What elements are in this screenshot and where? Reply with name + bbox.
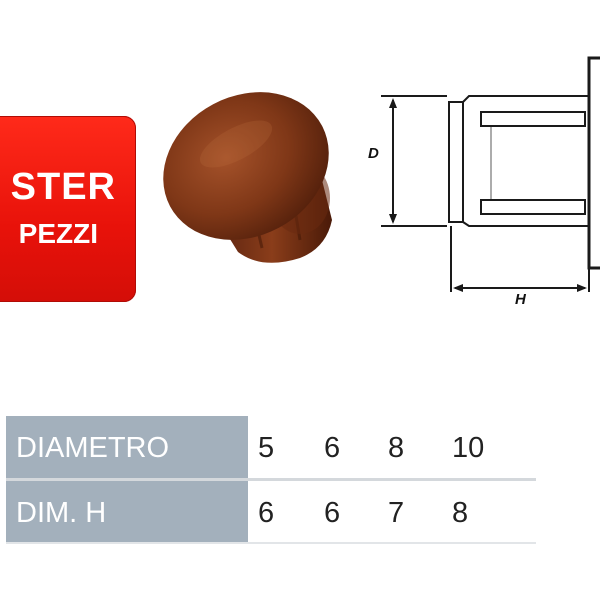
dimension-label-d: D — [368, 145, 379, 162]
blister-badge: STER PEZZI — [0, 116, 136, 302]
table-cell: 8 — [452, 497, 469, 529]
table-cell: 8 — [388, 432, 405, 464]
table-cell: 10 — [452, 432, 485, 464]
dimension-label-h: H — [515, 291, 526, 308]
table-cell: 5 — [258, 432, 275, 464]
row-label-dim-h: DIM. H — [6, 481, 248, 542]
table-row: DIM. H 6 6 7 8 — [6, 481, 536, 544]
table-cell: 6 — [324, 432, 341, 464]
row-label-diametro: DIAMETRO — [6, 416, 248, 478]
table-cell: 6 — [258, 497, 275, 529]
table-row: DIAMETRO 5 6 8 10 — [6, 416, 536, 481]
badge-line-1: STER — [10, 166, 116, 208]
badge-line-2: PEZZI — [18, 218, 98, 249]
table-cell: 7 — [388, 497, 405, 529]
table-cell: 6 — [324, 497, 341, 529]
technical-drawing — [381, 56, 600, 292]
spec-table: DIAMETRO 5 6 8 10 DIM. H 6 6 7 8 — [6, 416, 536, 544]
cover-cap-image — [163, 92, 332, 263]
